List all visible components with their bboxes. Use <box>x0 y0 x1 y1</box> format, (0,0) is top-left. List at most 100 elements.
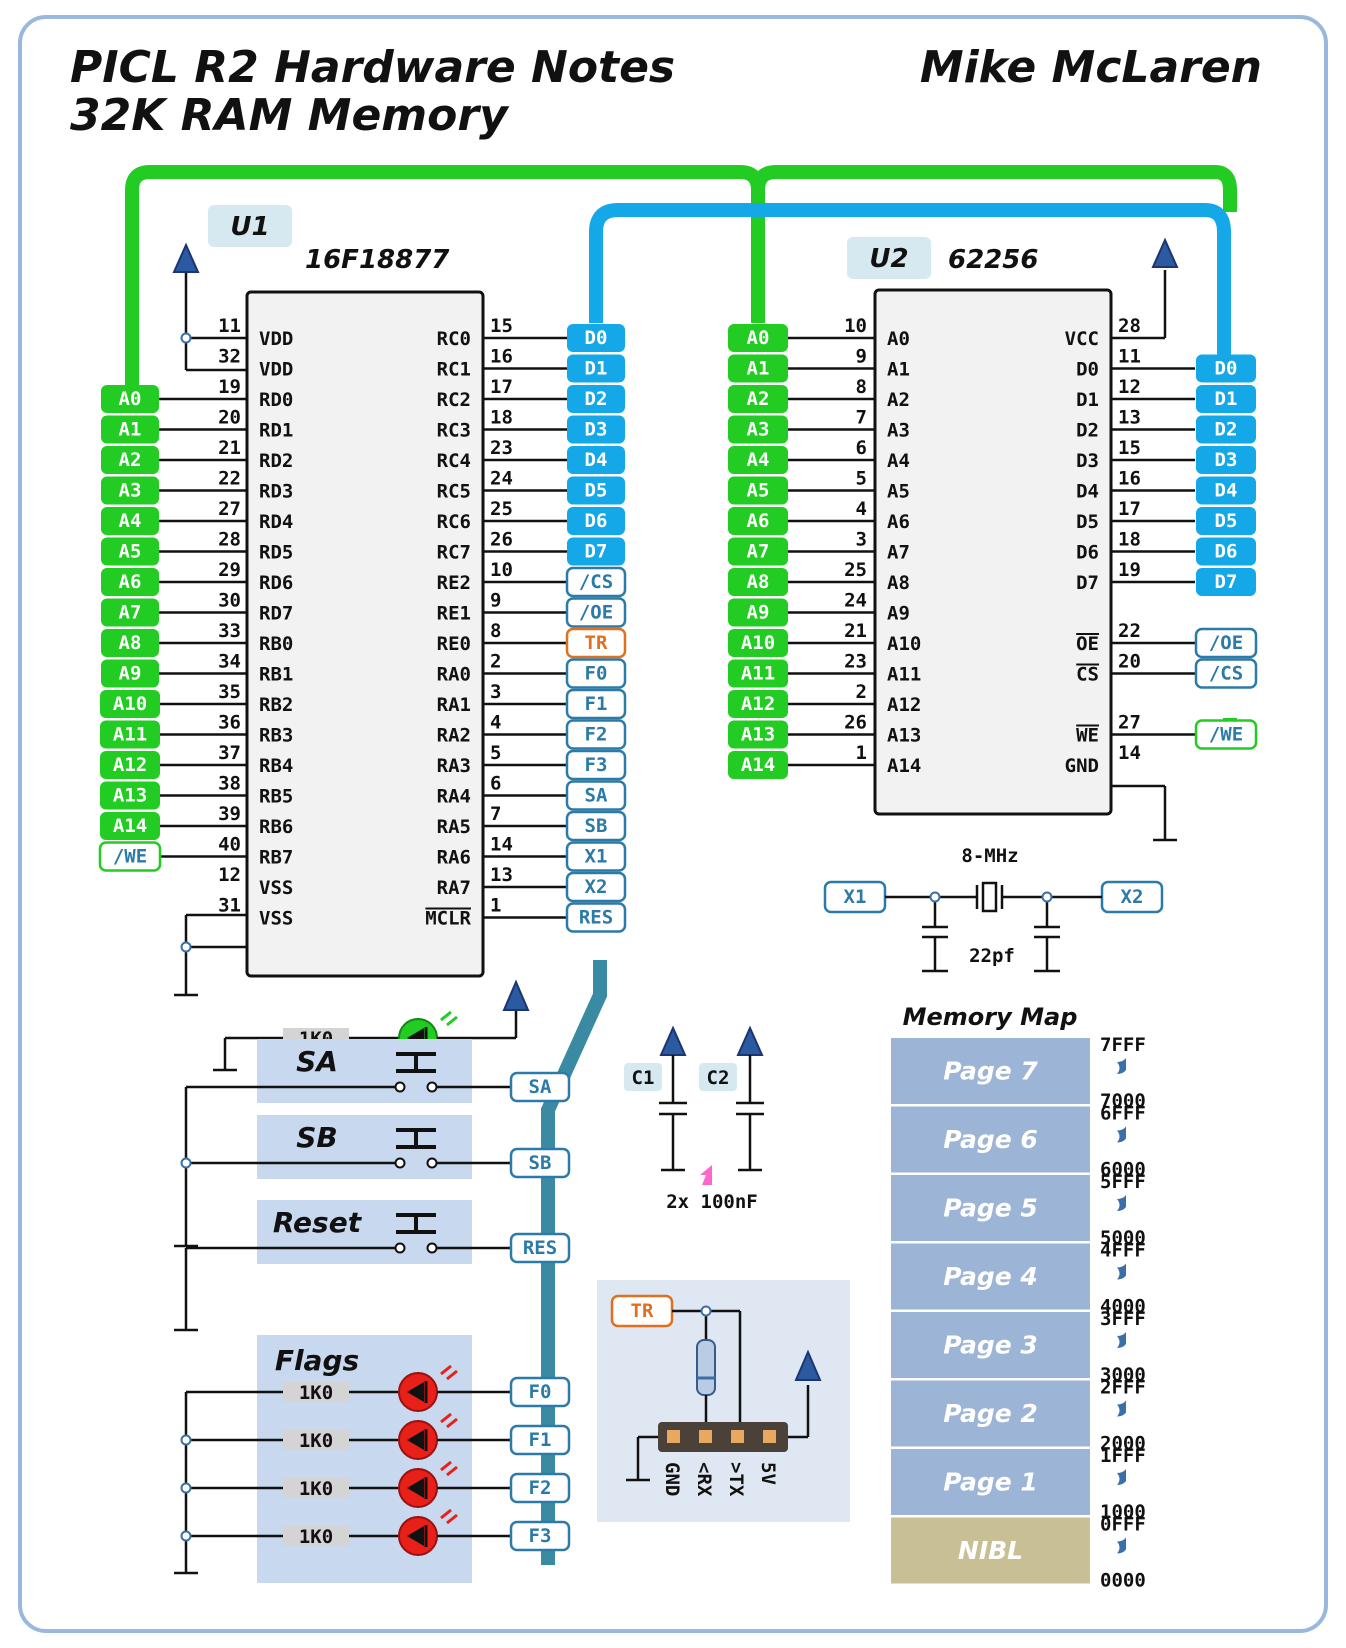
u2-pin-name: A11 <box>887 664 921 686</box>
u1-pin-number: 2 <box>490 651 501 673</box>
u2-pin-name: A4 <box>887 450 910 472</box>
u1-tag-f0 <box>565 658 627 689</box>
range-break-icon <box>1117 1332 1126 1348</box>
memory-address-high: 4FFF <box>1100 1240 1146 1262</box>
flag-tag-f3 <box>509 1520 571 1552</box>
u1-pin-number: 8 <box>490 620 501 642</box>
u1-tag-we-text: /WE <box>113 846 147 868</box>
flag-resistor <box>283 1526 349 1546</box>
u1-body <box>245 290 485 978</box>
u1-pin-number: 4 <box>490 712 501 734</box>
flag-resistor-value: 1K0 <box>299 1526 333 1548</box>
u2-tag-a3-text: A3 <box>747 419 770 441</box>
memory-block-label: Page 4 <box>943 1262 1038 1291</box>
memory-block-label: Page 7 <box>943 1057 1038 1086</box>
u2-pin-name: D4 <box>1076 481 1099 503</box>
u1-pin-name: RA5 <box>437 816 471 838</box>
u2-tag-a12 <box>728 690 788 718</box>
u2-pin-name: A5 <box>887 481 910 503</box>
u2-part: 62256 <box>948 245 1038 275</box>
range-break-icon <box>1117 1195 1126 1211</box>
u1-pin-name: RC3 <box>437 420 471 442</box>
u2-pin-number: 3 <box>856 529 867 551</box>
u1-part: 16F18877 <box>305 245 450 275</box>
u2-pin-number: 13 <box>1118 407 1141 429</box>
u1-pin-name: VSS <box>259 877 293 899</box>
u2-pin-name: A8 <box>887 572 910 594</box>
u1-pin-number: 39 <box>218 803 241 825</box>
u1-tag-a10 <box>100 690 160 718</box>
u1-pin-name: RB1 <box>259 664 293 686</box>
u1-tag-d3 <box>567 415 625 444</box>
u1-tag-f3 <box>565 749 627 781</box>
u1-pin-name: RD3 <box>259 481 293 503</box>
u1-tag-tr <box>565 627 627 659</box>
u2-pin-name: A3 <box>887 420 910 442</box>
u2-pin-name: D1 <box>1076 389 1099 411</box>
button-panel-sb <box>257 1115 472 1179</box>
u2-tag-d4 <box>1196 476 1256 505</box>
memory-address-high: 1FFF <box>1100 1445 1146 1467</box>
range-break-icon <box>1117 1263 1126 1280</box>
u2-pin-name: D5 <box>1076 511 1099 533</box>
u2-tag-a7-text: A7 <box>747 541 770 563</box>
u1-tag-a3-text: A3 <box>119 480 142 502</box>
u1-pin-number: 18 <box>490 407 513 429</box>
u1-pin-name: RC0 <box>437 328 471 350</box>
button-label-sb: SB <box>296 1121 338 1154</box>
x2-tag-text: X2 <box>1121 886 1144 908</box>
u1-pin-name: RC7 <box>437 542 471 564</box>
u2-pin-number: 27 <box>1118 712 1141 734</box>
button-tag-res-text: RES <box>523 1237 557 1259</box>
u1-pin-name: RB4 <box>259 755 293 777</box>
u1-pin-name: RB2 <box>259 694 293 716</box>
u1-tag-a0-text: A0 <box>119 388 142 410</box>
u2-tag-d0 <box>1196 354 1256 383</box>
u2-tag-d6 <box>1196 537 1256 566</box>
u2-pin-number: 1 <box>856 742 867 764</box>
u1-pin-number: 25 <box>490 498 513 520</box>
u1-tag-f0-text: F0 <box>585 663 608 685</box>
u1-tag-a12 <box>100 751 160 779</box>
u1-pin-number: 12 <box>218 864 241 886</box>
tr-tag-text: TR <box>631 1300 654 1322</box>
header-pin-gnd: GND <box>661 1462 683 1496</box>
memory-block-label: NIBL <box>958 1536 1023 1565</box>
u1-tag-oe-text: /OE <box>579 602 613 624</box>
u1-tag-d2-text: D2 <box>585 388 608 410</box>
u2-pin-number: 9 <box>856 346 867 368</box>
u1-tag-d3-text: D3 <box>585 419 608 441</box>
u1-tag-a9 <box>101 659 159 688</box>
u2-pin-number: 21 <box>844 620 867 642</box>
u2-tag-d0-text: D0 <box>1215 358 1238 380</box>
u1-pin-number: 13 <box>490 864 513 886</box>
u2-pin-name: A13 <box>887 725 921 747</box>
u1-tag-f3-text: F3 <box>585 754 608 776</box>
range-break-icon <box>1117 1469 1126 1485</box>
u2-tag-d4-text: D4 <box>1215 480 1238 502</box>
memory-block-page-7 <box>891 1038 1090 1104</box>
u1-pin-name: RC2 <box>437 389 471 411</box>
memory-address-high: 3FFF <box>1100 1308 1146 1330</box>
u1-pin-name: RE2 <box>437 572 471 594</box>
u2-pin-name: D0 <box>1076 359 1099 381</box>
u2-tag-d3-text: D3 <box>1215 449 1238 471</box>
u1-tag-d1-text: D1 <box>585 358 608 380</box>
u1-tag-f1-text: F1 <box>585 693 608 715</box>
u2-tag-oe <box>1194 627 1258 659</box>
u1-right-pins: RC015D0RC116D1RC217D2RC318D3RC423D4RC524… <box>425 315 627 933</box>
u1-tag-tr-text: TR <box>585 632 608 654</box>
u1-tag-cs <box>565 566 627 598</box>
u2-pin-number: 22 <box>1118 620 1141 642</box>
u2-tag-a11 <box>728 659 788 688</box>
u1-pin-number: 10 <box>490 559 513 581</box>
crystal-freq: 8-MHz <box>961 845 1018 867</box>
memory-address-high: 2FFF <box>1100 1377 1146 1399</box>
button-tag-sa-text: SA <box>529 1076 552 1098</box>
u1-pin-number: 23 <box>490 437 513 459</box>
button-panel-sa <box>257 1039 472 1103</box>
u2-tag-a2 <box>728 385 788 413</box>
u1-tag-d5-text: D5 <box>585 480 608 502</box>
